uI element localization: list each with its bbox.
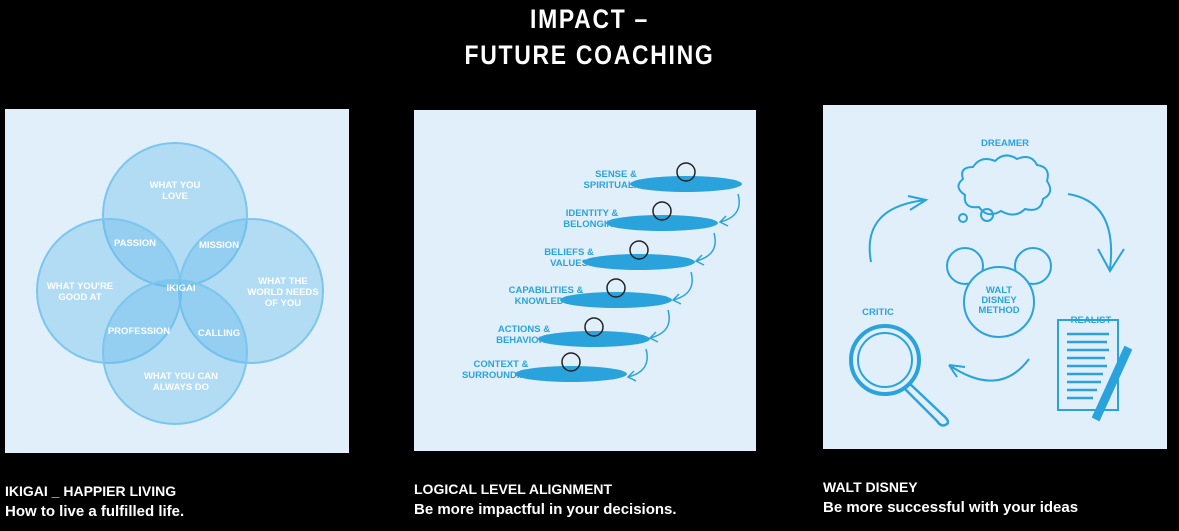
clapperboard-icon (584, 317, 604, 337)
level-disc (538, 331, 650, 347)
circle-good (36, 218, 182, 364)
label-profession: PROFESSION (108, 326, 170, 337)
label-dreamer: DREAMER (981, 138, 1029, 149)
level-arrow (694, 232, 716, 266)
ikigai-caption-sub: How to live a fulfilled life. (5, 503, 185, 520)
label-good-1: WHAT YOU'RE (47, 281, 113, 292)
label-world-3: OF YOU (265, 298, 301, 309)
hand-heart-icon (629, 240, 649, 260)
center-label-1: WALT (986, 285, 1012, 296)
label-passion: PASSION (114, 238, 156, 249)
level-label: IDENTITY & (566, 208, 619, 219)
page-title-line1: IMPACT – (529, 4, 649, 34)
logical-caption-sub: Be more impactful in your decisions. (414, 501, 677, 518)
circle-love (102, 142, 248, 288)
cloud-icon (957, 154, 1052, 216)
level-disc (560, 292, 672, 308)
label-mission: MISSION (199, 240, 239, 251)
level-label: KNOWLEDGE (515, 296, 578, 307)
mouse-head (963, 266, 1035, 338)
level-label: BEHAVIORS (496, 335, 552, 346)
magnifier-icon (849, 324, 950, 427)
label-love-2: LOVE (162, 191, 188, 202)
level-label: ACTIONS & (498, 324, 550, 335)
level-label: SPIRITUALITY (584, 180, 650, 191)
level-label: VALUES (550, 258, 588, 269)
mouse-ear-left (946, 247, 984, 285)
label-paid-1: WHAT YOU CAN (144, 371, 218, 382)
arrow-dreamer-to-realist (1067, 193, 1125, 273)
label-world-2: WORLD NEEDS (247, 287, 318, 298)
thought-bubble-small (980, 208, 994, 222)
label-ikigai: IKIGAI (166, 283, 195, 294)
level-arrow (718, 193, 740, 227)
level-label: SENSE & (595, 169, 637, 180)
label-good-2: GOOD AT (58, 292, 101, 303)
level-disc (515, 366, 627, 382)
page-title-line2: FUTURE COACHING (464, 40, 715, 70)
level-label: BELONGING (563, 219, 621, 230)
label-paid-2: ALWAYS DO (153, 382, 209, 393)
level-arrow (648, 309, 670, 343)
center-label-2: DISNEY (981, 295, 1017, 306)
ikigai-diagram: WHAT YOU LOVE WHAT YOU'RE GOOD AT WHAT T… (5, 109, 349, 453)
mouse-ear-right (1014, 247, 1052, 285)
level-arrow (671, 271, 693, 305)
arrow-critic-to-dreamer (868, 195, 929, 263)
logical-caption-title: LOGICAL LEVEL ALIGNMENT (414, 481, 613, 497)
circle-world (178, 218, 324, 364)
level-label: CAPABILITIES & (509, 285, 584, 296)
ikigai-caption-title: IKIGAI _ HAPPIER LIVING (5, 483, 177, 499)
level-arrow (626, 348, 648, 382)
level-disc (583, 254, 695, 270)
label-world-1: WHAT THE (258, 276, 307, 287)
level-label: CONTEXT & (474, 359, 529, 370)
label-critic: CRITIC (862, 307, 894, 318)
document-pencil-icon (1057, 319, 1133, 422)
label-love-1: WHAT YOU (150, 180, 201, 191)
logical-levels-diagram: SENSE &SPIRITUALITY IDENTITY &BELONGING BE… (414, 110, 756, 451)
thought-bubble-tiny (958, 213, 968, 223)
globe-icon (561, 352, 581, 372)
level-label: BELIEFS & (544, 247, 594, 258)
label-calling: CALLING (198, 328, 240, 339)
level-disc (606, 215, 718, 231)
level-label: SURROUNDINGS (462, 370, 540, 381)
disney-caption-title: WALT DISNEY (823, 479, 918, 495)
atom-heart-icon (676, 162, 696, 182)
circle-paid (102, 279, 248, 425)
level-disc (630, 176, 742, 192)
center-label-3: METHOD (978, 305, 1019, 316)
disney-caption-sub: Be more successful with your ideas (823, 499, 1079, 516)
fingerprint-icon (652, 201, 672, 221)
walt-disney-diagram: DREAMER WALT DISNEY METHOD CRITIC REALIS… (823, 105, 1167, 449)
arrow-realist-to-critic (948, 358, 1030, 382)
lightbulb-icon (606, 278, 626, 298)
